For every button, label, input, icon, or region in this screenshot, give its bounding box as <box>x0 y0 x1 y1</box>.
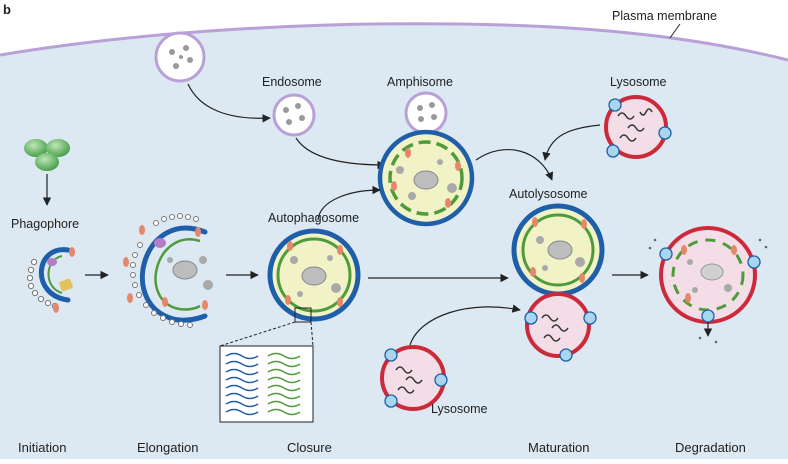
phagophore-label: Phagophore <box>11 217 79 231</box>
plasma-membrane-leader <box>669 23 681 39</box>
budding-endosome <box>154 31 206 83</box>
lysosome-top <box>604 95 672 159</box>
degradation-vesicle <box>648 226 768 344</box>
stage-maturation: Maturation <box>528 440 589 455</box>
plasma-membrane-line <box>0 22 788 62</box>
autophagosome-label: Autophagosome <box>268 211 359 225</box>
zoom-box <box>294 307 312 323</box>
zoom-leader-left <box>219 321 296 347</box>
stage-degradation: Degradation <box>675 440 746 455</box>
endosome-label: Endosome <box>262 75 322 89</box>
arrow-lysosome-to-maturation <box>409 304 521 346</box>
endosome <box>272 93 316 137</box>
elongation-membrane <box>123 213 213 328</box>
panel-letter: b <box>3 2 11 17</box>
lysosome-top-label: Lysosome <box>610 75 667 89</box>
lysosome-bottom-label: Lysosome <box>431 402 488 416</box>
zoom-leader-right <box>310 321 314 347</box>
amphisome-label: Amphisome <box>387 75 453 89</box>
autolysosome-label: Autolysosome <box>509 187 588 201</box>
arrow-endosome-to-amphisome <box>295 137 386 170</box>
arrow-to-endosome <box>187 83 271 123</box>
lysosome-bottom <box>380 345 448 411</box>
phagophore <box>26 247 75 313</box>
stage-closure: Closure <box>287 440 332 455</box>
initiation-complex <box>24 139 70 171</box>
arrow-autophagosome-to-amphisome <box>317 185 381 221</box>
arrow-amphisome-to-autolysosome <box>475 149 554 181</box>
stage-initiation: Initiation <box>18 440 66 455</box>
cytoplasm-region <box>0 23 788 459</box>
autolysosome <box>511 203 605 362</box>
arrow-lysosome-to-autolysosome <box>542 124 601 161</box>
autophagosome <box>267 228 361 322</box>
plasma-membrane-label: Plasma membrane <box>612 9 717 23</box>
membrane-inset <box>219 345 314 423</box>
amphisome <box>377 91 475 227</box>
stage-elongation: Elongation <box>137 440 198 455</box>
